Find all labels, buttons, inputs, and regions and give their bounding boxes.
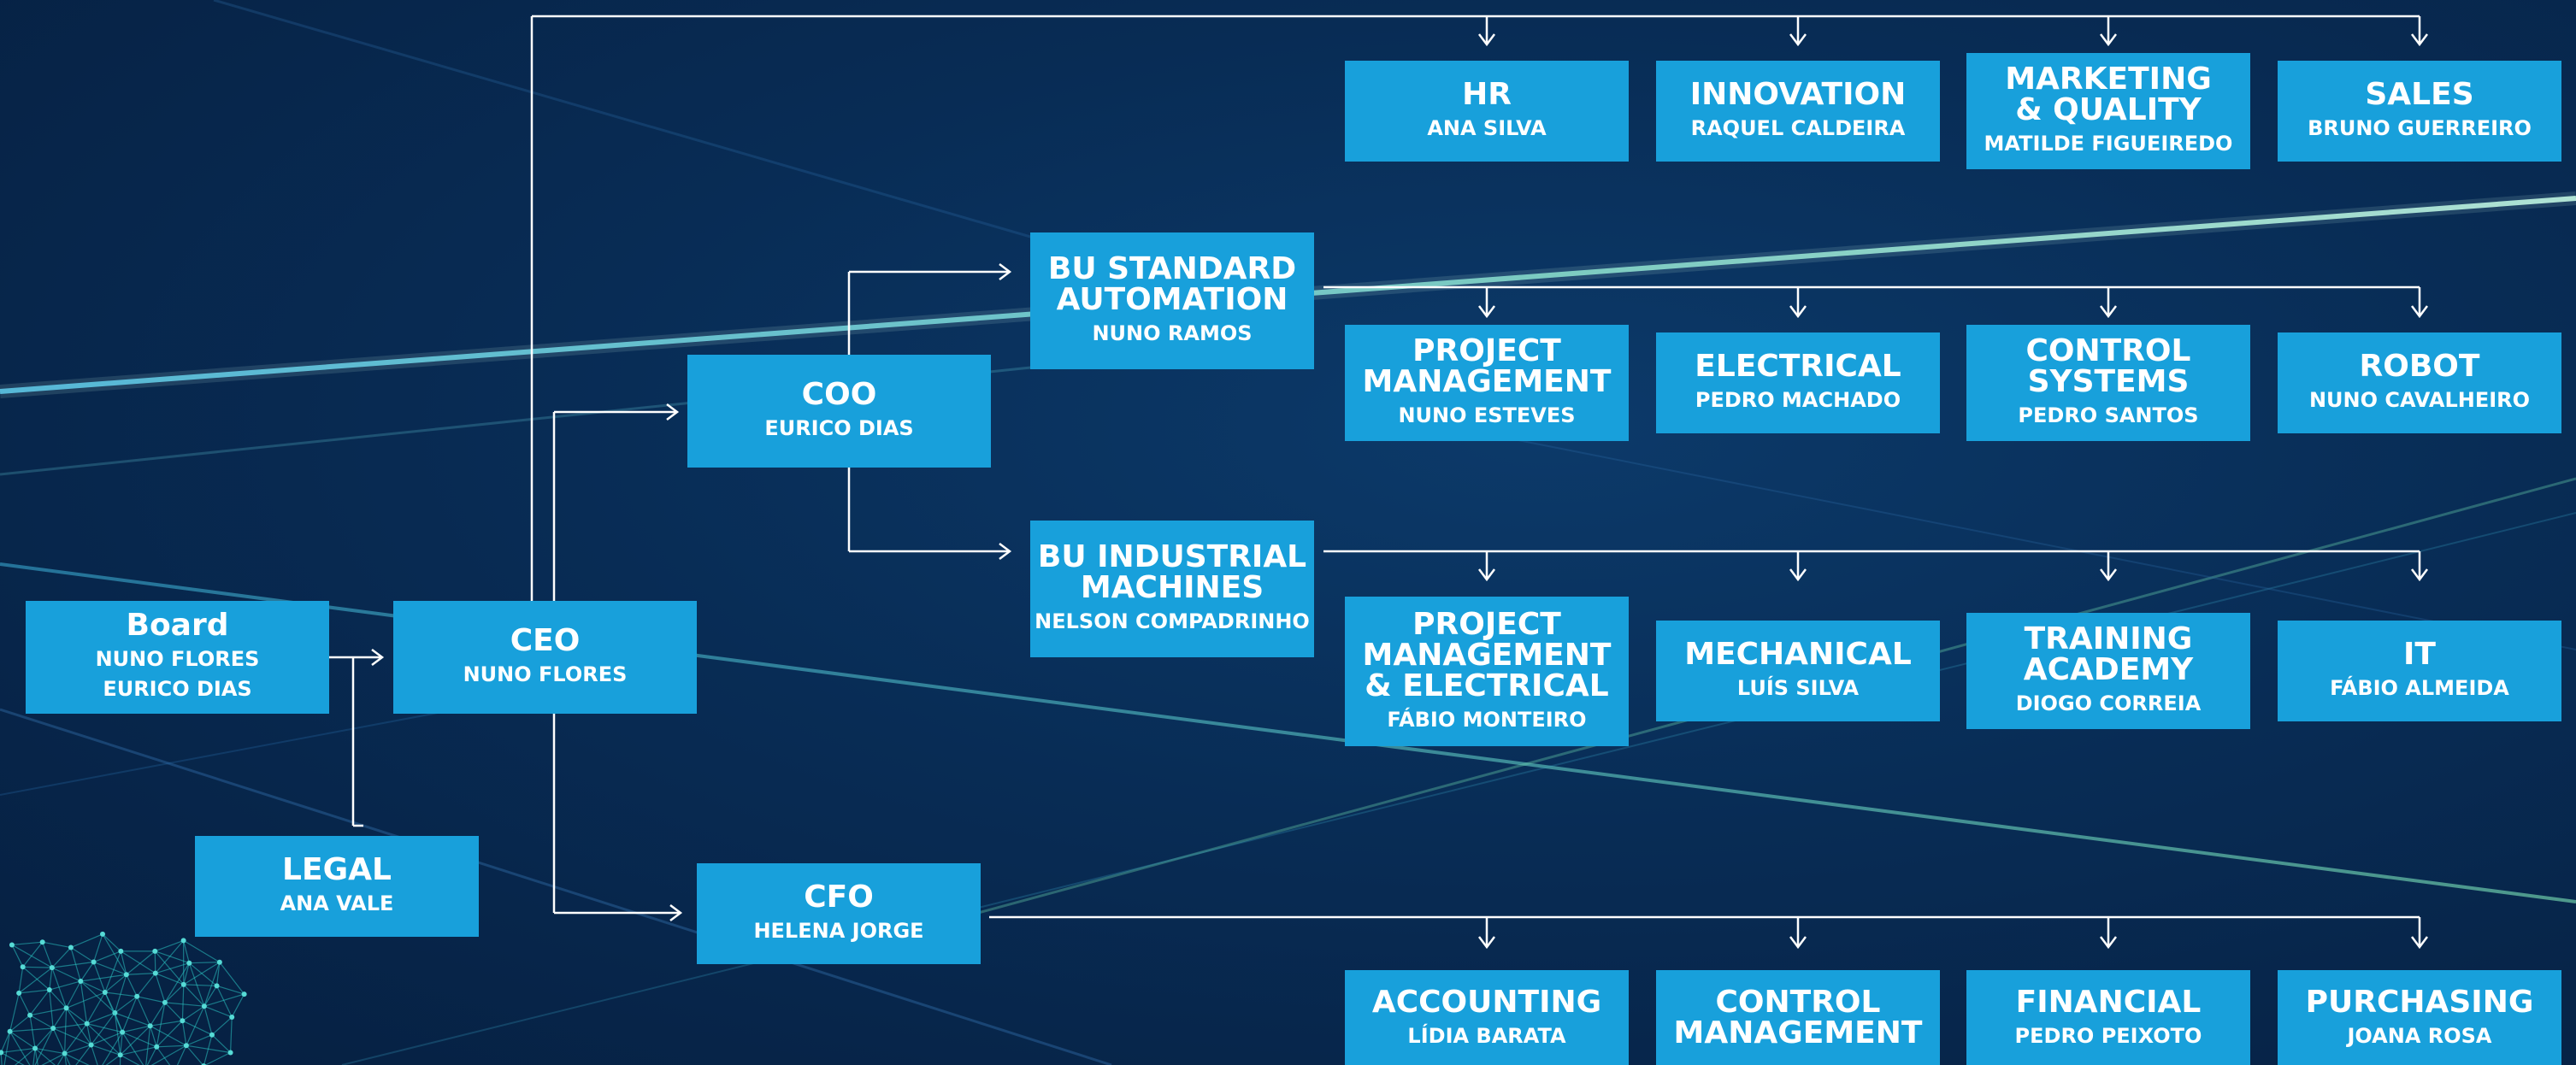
board-box: Board NUNO FLORES EURICO DIAS — [26, 601, 329, 714]
arrow-down-icon — [2411, 936, 2428, 950]
board-members: NUNO FLORES EURICO DIAS — [95, 647, 260, 701]
dept-title: INNOVATION — [1689, 77, 1907, 112]
dept-title: MARKETING & QUALITY — [2005, 62, 2212, 127]
control-management-box: CONTROL MANAGEMENT — [1656, 970, 1940, 1065]
it-box: IT FÁBIO ALMEIDA — [2278, 621, 2561, 721]
arrow-down-icon — [2411, 33, 2428, 47]
dept-head: ANA SILVA — [1427, 116, 1547, 140]
bu-industrial-name: NELSON COMPADRINHO — [1035, 609, 1310, 633]
control-systems-box: CONTROL SYSTEMS PEDRO SANTOS — [1966, 325, 2250, 441]
arrow-down-icon — [2411, 568, 2428, 582]
arrow-down-icon — [1478, 33, 1495, 47]
arrow-down-icon — [2100, 568, 2117, 582]
arrow-right-icon — [669, 904, 683, 921]
dept-title: CONTROL SYSTEMS — [2025, 333, 2191, 399]
coo-title: COO — [801, 377, 877, 412]
hr-box: HR ANA SILVA — [1345, 61, 1629, 162]
dept-head: NUNO ESTEVES — [1398, 403, 1576, 427]
dept-head: PEDRO MACHADO — [1695, 388, 1901, 412]
arrow-down-icon — [2100, 305, 2117, 319]
marketing-quality-box: MARKETING & QUALITY MATILDE FIGUEIREDO — [1966, 53, 2250, 169]
dept-title: PROJECT MANAGEMENT & ELECTRICAL — [1362, 606, 1612, 703]
ceo-title: CEO — [510, 623, 581, 658]
innovation-box: INNOVATION RAQUEL CALDEIRA — [1656, 61, 1940, 162]
arrow-down-icon — [1789, 568, 1807, 582]
accounting-box: ACCOUNTING LÍDIA BARATA — [1345, 970, 1629, 1065]
dept-title: HR — [1462, 77, 1512, 112]
purchasing-box: PURCHASING JOANA ROSA — [2278, 970, 2561, 1065]
dept-head: FÁBIO MONTEIRO — [1387, 707, 1587, 732]
dept-title: PROJECT MANAGEMENT — [1362, 333, 1612, 399]
arrow-down-icon — [2100, 936, 2117, 950]
dept-title: TRAINING ACADEMY — [2023, 621, 2194, 687]
financial-box: FINANCIAL PEDRO PEIXOTO — [1966, 970, 2250, 1065]
bu-industrial-title: BU INDUSTRIAL MACHINES — [1037, 539, 1307, 605]
arrow-down-icon — [1789, 936, 1807, 950]
coo-box: COO EURICO DIAS — [687, 355, 991, 468]
bu-standard-title: BU STANDARD AUTOMATION — [1047, 251, 1297, 317]
dept-head: NUNO CAVALHEIRO — [2308, 388, 2531, 412]
training-academy-box: TRAINING ACADEMY DIOGO CORREIA — [1966, 613, 2250, 729]
cfo-box: CFO HELENA JORGE — [697, 863, 981, 964]
bu-standard-name: NUNO RAMOS — [1092, 321, 1253, 345]
arrow-down-icon — [1789, 33, 1807, 47]
arrow-right-icon — [371, 649, 385, 666]
project-management-electrical-box: PROJECT MANAGEMENT & ELECTRICAL FÁBIO MO… — [1345, 597, 1629, 746]
dept-title: PURCHASING — [2305, 985, 2534, 1020]
dept-head: MATILDE FIGUEIREDO — [1984, 132, 2233, 156]
ceo-box: CEO NUNO FLORES — [393, 601, 697, 714]
arrow-down-icon — [1478, 305, 1495, 319]
arrow-down-icon — [1478, 936, 1495, 950]
dept-title: FINANCIAL — [2015, 985, 2202, 1020]
network-globe-icon — [0, 931, 247, 1065]
dept-title: ACCOUNTING — [1371, 985, 1602, 1020]
legal-title: LEGAL — [282, 852, 392, 887]
arrow-down-icon — [1478, 568, 1495, 582]
dept-title: CONTROL MANAGEMENT — [1673, 985, 1923, 1050]
cfo-name: HELENA JORGE — [753, 919, 924, 943]
dept-head: BRUNO GUERREIRO — [2308, 116, 2532, 140]
dept-head: FÁBIO ALMEIDA — [2330, 676, 2509, 700]
legal-box: LEGAL ANA VALE — [195, 836, 479, 937]
dept-head: LUÍS SILVA — [1736, 676, 1860, 700]
mechanical-box: MECHANICAL LUÍS SILVA — [1656, 621, 1940, 721]
bu-standard-automation-box: BU STANDARD AUTOMATION NUNO RAMOS — [1030, 232, 1314, 369]
dept-title: IT — [2403, 637, 2436, 672]
bu-industrial-machines-box: BU INDUSTRIAL MACHINES NELSON COMPADRINH… — [1030, 521, 1314, 657]
dept-head: DIOGO CORREIA — [2015, 691, 2202, 715]
dept-title: SALES — [2365, 77, 2474, 112]
arrow-down-icon — [2100, 33, 2117, 47]
dept-head: JOANA ROSA — [2347, 1024, 2492, 1048]
ceo-name: NUNO FLORES — [463, 662, 628, 686]
dept-head: PEDRO PEIXOTO — [2014, 1024, 2202, 1048]
electrical-box: ELECTRICAL PEDRO MACHADO — [1656, 332, 1940, 433]
robot-box: ROBOT NUNO CAVALHEIRO — [2278, 332, 2561, 433]
board-title: Board — [126, 608, 229, 643]
sales-box: SALES BRUNO GUERREIRO — [2278, 61, 2561, 162]
cfo-title: CFO — [804, 880, 874, 915]
project-management-box: PROJECT MANAGEMENT NUNO ESTEVES — [1345, 325, 1629, 441]
dept-title: MECHANICAL — [1684, 637, 1912, 672]
dept-title: ELECTRICAL — [1695, 349, 1901, 384]
arrow-right-icon — [999, 543, 1012, 560]
arrow-down-icon — [2411, 305, 2428, 319]
dept-title: ROBOT — [2359, 349, 2480, 384]
legal-name: ANA VALE — [280, 891, 394, 915]
dept-head: PEDRO SANTOS — [2018, 403, 2199, 427]
dept-head: RAQUEL CALDEIRA — [1690, 116, 1906, 140]
dept-head: LÍDIA BARATA — [1407, 1024, 1566, 1048]
arrow-right-icon — [666, 403, 680, 421]
arrow-down-icon — [1789, 305, 1807, 319]
coo-name: EURICO DIAS — [764, 416, 914, 440]
arrow-right-icon — [999, 263, 1012, 280]
